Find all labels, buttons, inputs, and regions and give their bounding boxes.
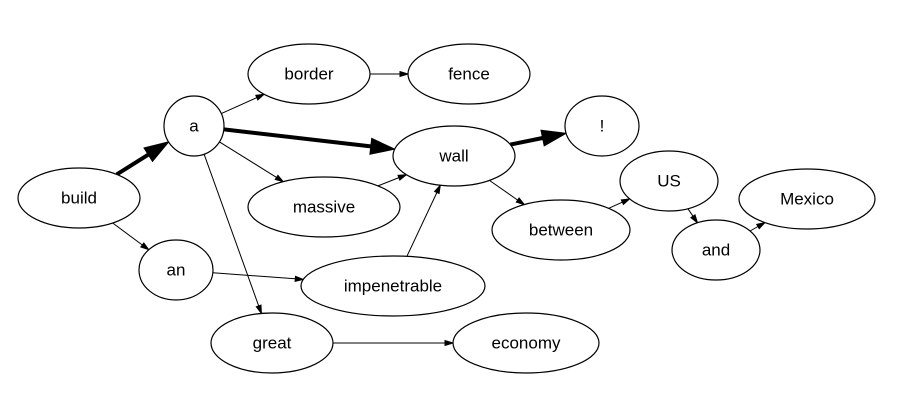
node-build: build [17,167,141,229]
node-massive-label: massive [293,198,355,217]
edge-an-to-impenetrable [212,272,305,282]
node-between-label: between [529,221,593,240]
node-border-label: border [284,65,333,84]
node-economy: economy [452,312,600,374]
node-impenetrable-label: impenetrable [344,277,442,296]
edge-wall-to-between [489,179,526,206]
node-mexico: Mexico [738,168,876,230]
arrowhead-icon [143,141,170,163]
edge-us-to-and [687,208,699,225]
edge-layer [112,70,767,347]
node-an-label: an [167,261,186,280]
node-an: an [138,239,214,301]
node-economy-shape [452,312,600,374]
arrowhead-icon [255,93,266,101]
node-massive-shape [247,176,401,238]
arrowhead-icon [620,198,632,206]
node-impenetrable-shape [300,255,486,317]
node-and: and [671,219,761,281]
node-between-shape [491,199,631,261]
edge-and-to-mexico [749,221,767,232]
arrowhead-icon [444,339,455,347]
arrowhead-icon [755,221,767,230]
node-great-shape [210,312,334,374]
node-great: great [210,312,334,374]
node-excl: ! [564,95,640,157]
node-a-label: a [189,117,199,136]
node-excl-label: ! [600,117,605,136]
node-mexico-label: Mexico [780,190,834,209]
node-us-label: US [657,172,681,191]
arrowhead-icon [139,242,151,251]
edge-between-to-us [608,198,632,209]
node-economy-label: economy [492,334,561,353]
arrowhead-icon [294,275,305,282]
arrowhead-icon [433,183,442,195]
node-fence-label: fence [448,65,490,84]
edge-a-to-massive [219,141,285,183]
arrowhead-icon [690,214,699,225]
node-great-label: great [253,334,292,353]
node-wall: wall [392,125,516,187]
node-build-shape [17,167,141,229]
arrowhead-icon [540,129,568,147]
edge-a-to-wall [223,127,397,155]
node-wall-shape [392,125,516,187]
node-and-shape [671,219,761,281]
node-excl-shape [564,95,640,157]
node-between: between [491,199,631,261]
node-mexico-shape [738,168,876,230]
node-wall-label: wall [438,147,468,166]
edge-great-to-economy [333,339,455,347]
node-a-shape [163,95,225,157]
node-and-label: and [702,241,730,260]
node-build-label: build [61,189,97,208]
node-massive: massive [247,176,401,238]
node-us-shape [619,150,719,212]
node-an-shape [138,239,214,301]
edge-border-to-fence [370,70,410,78]
edge-a-to-border [221,93,266,115]
node-us: US [619,150,719,212]
arrowhead-icon [399,70,410,78]
node-fence: fence [407,43,531,105]
node-layer: build a an border fence wall massive impenetrab… [17,43,876,374]
edge-build-to-an [112,222,151,251]
edge-a-to-great [203,154,262,316]
arrowhead-icon [369,137,397,155]
node-impenetrable: impenetrable [300,255,486,317]
arrowhead-icon [515,197,526,206]
edge-impenetrable-to-wall [406,183,442,257]
edge-wall-to-excl [509,129,568,147]
edge-massive-to-wall [377,174,408,187]
node-border-shape [247,43,371,105]
node-border: border [247,43,371,105]
edge-build-to-a [115,141,170,177]
node-fence-shape [407,43,531,105]
arrowhead-icon [255,304,262,316]
arrowhead-icon [397,174,408,181]
node-a: a [163,95,225,157]
arrowhead-icon [274,174,285,183]
